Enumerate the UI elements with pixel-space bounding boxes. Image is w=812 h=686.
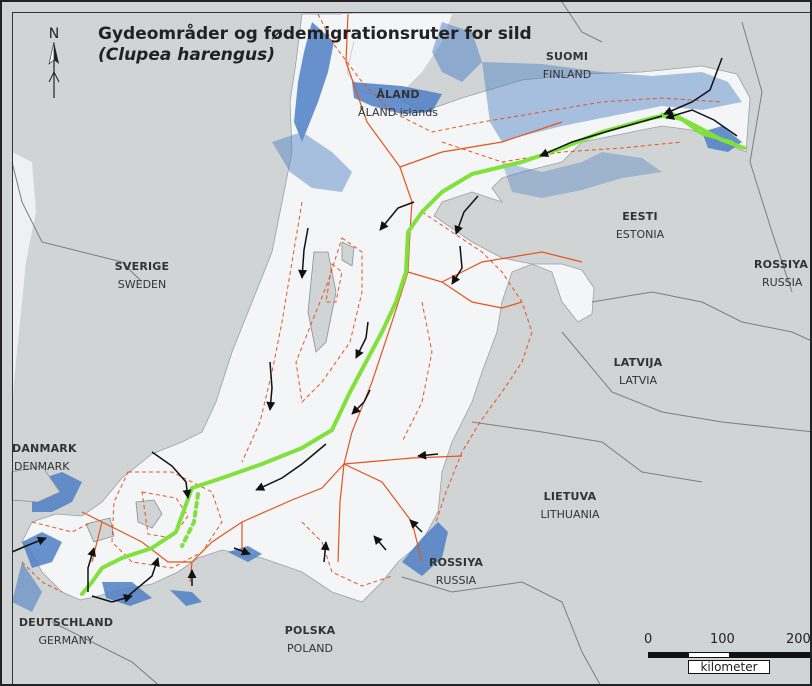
label-local: LATVIJA <box>613 356 663 369</box>
label-local: ÅLAND <box>376 88 420 101</box>
label-germany: DEUTSCHLAND GERMANY <box>12 614 120 650</box>
label-english: ESTONIA <box>615 228 665 241</box>
label-local: ROSSIYA <box>754 258 809 271</box>
scale-tick-0: 0 <box>644 632 653 647</box>
label-lithuania: LIETUVA LITHUANIA <box>528 488 612 524</box>
baltic-sea <box>21 13 751 603</box>
scale-tick-200: 200 <box>786 632 811 647</box>
north-arrow-icon <box>48 41 60 98</box>
label-local: SVERIGE <box>114 260 170 273</box>
label-latvia: LATVIJA LATVIA <box>598 354 678 390</box>
label-poland: POLSKA POLAND <box>270 622 350 658</box>
label-local: POLSKA <box>284 624 336 637</box>
scale-bar-graphic <box>648 652 810 658</box>
migration-arrows <box>11 57 738 603</box>
label-local: LIETUVA <box>543 490 597 503</box>
label-english: SWEDEN <box>117 278 167 291</box>
label-english: RUSSIA <box>435 574 477 587</box>
map-title: Gydeområder og fødemigrationsruter for s… <box>98 24 532 66</box>
label-local: DANMARK <box>12 442 77 455</box>
label-russia-kaliningrad: ROSSIYA RUSSIA <box>416 554 496 590</box>
label-local: ROSSIYA <box>428 556 484 569</box>
label-local: DEUTSCHLAND <box>18 616 114 629</box>
gulf-of-bothnia <box>342 14 452 97</box>
scale-unit: kilometer <box>688 660 770 674</box>
label-finland: SUOMI FINLAND <box>532 48 602 84</box>
label-english: ÅLAND islands <box>358 106 438 119</box>
label-english: RUSSIA <box>762 276 803 289</box>
scale-bar: 0 100 200 kilometer <box>644 632 811 674</box>
depth-contours <box>21 13 723 593</box>
spawning-areas <box>12 22 742 612</box>
species-name: (Clupea harengus) <box>98 45 276 65</box>
label-english: FINLAND <box>542 68 592 81</box>
scale-tick-100: 100 <box>710 632 735 647</box>
label-english: GERMANY <box>38 634 94 647</box>
label-sweden: SVERIGE SWEDEN <box>102 258 182 294</box>
label-estonia: EESTI ESTONIA <box>600 208 680 244</box>
sea-west <box>12 152 36 422</box>
label-russia-east: ROSSIYA RUSSIA <box>754 256 810 292</box>
label-denmark: DANMARK DENMARK <box>12 440 88 476</box>
label-english: LATVIA <box>618 374 658 387</box>
label-local: SUOMI <box>545 50 589 63</box>
label-english: LITHUANIA <box>540 508 600 521</box>
label-aland: ÅLAND ÅLAND islands <box>346 86 450 122</box>
label-english: POLAND <box>287 642 333 655</box>
label-local: EESTI <box>622 210 658 223</box>
north-label: N <box>48 26 60 42</box>
north-arrow: N <box>40 26 68 102</box>
label-english: DENMARK <box>14 460 70 473</box>
title-text: Gydeområder og fødemigrationsruter for s… <box>98 24 532 44</box>
